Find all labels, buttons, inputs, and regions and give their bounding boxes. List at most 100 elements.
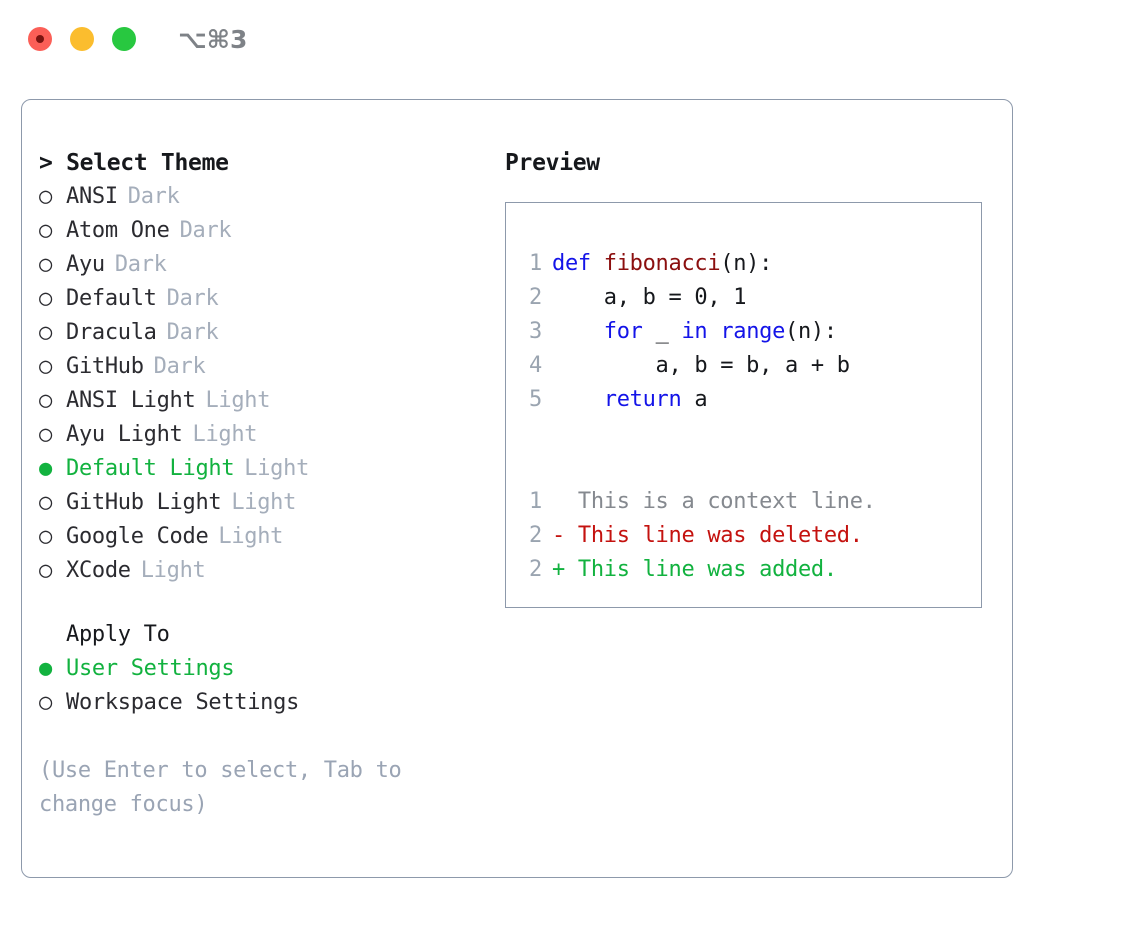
diff-line-added: 2 + This line was added. xyxy=(506,553,981,587)
token-plain: a xyxy=(681,387,708,412)
radio-icon: ○ xyxy=(39,558,52,583)
keyboard-shortcut-label: ⌥⌘3 xyxy=(178,24,248,54)
token-keyword: return xyxy=(603,387,682,412)
token-plain: a, b = b, a + b xyxy=(552,353,851,378)
apply-to-option-user-settings[interactable]: ● User Settings xyxy=(39,652,492,686)
theme-name: Dracula xyxy=(66,320,157,345)
token-plain: (n): xyxy=(785,319,837,344)
token-builtin: range xyxy=(720,319,786,344)
line-number: 1 xyxy=(529,251,542,276)
theme-category: Dark xyxy=(114,252,167,277)
apply-to-name: User Settings xyxy=(66,656,235,681)
line-number: 3 xyxy=(529,319,542,344)
theme-name: GitHub xyxy=(66,354,144,379)
preview-column: Preview 1 def fibonacci(n): 2 a, b = 0, … xyxy=(492,100,982,877)
theme-option-ayu-light[interactable]: ○ Ayu Light Light xyxy=(39,418,492,452)
theme-name: Ayu Light xyxy=(66,422,183,447)
theme-category: Light xyxy=(244,456,310,481)
maximize-window-icon[interactable] xyxy=(112,27,136,51)
theme-name: Google Code xyxy=(66,524,209,549)
line-number: 2 xyxy=(529,285,542,310)
radio-icon: ○ xyxy=(39,252,52,277)
radio-selected-icon: ● xyxy=(39,456,52,481)
radio-selected-icon: ● xyxy=(39,656,52,681)
theme-option-google-code[interactable]: ○ Google Code Light xyxy=(39,520,492,554)
apply-to-option-workspace-settings[interactable]: ○ Workspace Settings xyxy=(39,686,492,720)
theme-category: Light xyxy=(218,524,284,549)
window-titlebar: ⌥⌘3 xyxy=(0,0,1140,78)
theme-name: Default xyxy=(66,286,157,311)
token-keyword: def xyxy=(552,251,604,276)
apply-to-header: Apply To xyxy=(66,622,170,647)
token-keyword: for xyxy=(603,319,643,344)
radio-icon: ○ xyxy=(39,388,52,413)
diff-text: This is a context line. xyxy=(552,489,876,514)
code-line: 3 for _ in range(n): xyxy=(506,315,981,349)
preview-header: Preview xyxy=(505,150,600,176)
code-text: for _ in range(n): xyxy=(552,315,837,349)
theme-picker-panel: > Select Theme ○ ANSI Dark ○ Atom One Da… xyxy=(21,99,1013,878)
keyboard-hint-text: (Use Enter to select, Tab to change focu… xyxy=(39,758,402,817)
code-text: a, b = 0, 1 xyxy=(552,281,747,315)
token-plain xyxy=(552,319,604,344)
theme-category: Dark xyxy=(166,286,219,311)
minimize-window-icon[interactable] xyxy=(70,27,94,51)
diff-line-deleted: 2 - This line was deleted. xyxy=(506,519,981,553)
theme-option-dracula[interactable]: ○ Dracula Dark xyxy=(39,316,492,350)
radio-icon: ○ xyxy=(39,320,52,345)
code-spacer xyxy=(506,451,981,485)
theme-category: Dark xyxy=(166,320,219,345)
radio-icon: ○ xyxy=(39,422,52,447)
theme-option-default[interactable]: ○ Default Dark xyxy=(39,282,492,316)
theme-option-github[interactable]: ○ GitHub Dark xyxy=(39,350,492,384)
line-number: 5 xyxy=(529,387,542,412)
diff-line-context: 1 This is a context line. xyxy=(506,485,981,519)
line-number: 2 xyxy=(529,557,542,582)
apply-to-option-list: ● User Settings ○ Workspace Settings xyxy=(39,652,492,720)
code-line: 2 a, b = 0, 1 xyxy=(506,281,981,315)
radio-icon: ○ xyxy=(39,490,52,515)
theme-option-ansi-light[interactable]: ○ ANSI Light Light xyxy=(39,384,492,418)
line-number: 4 xyxy=(529,353,542,378)
theme-option-atom-one[interactable]: ○ Atom One Dark xyxy=(39,214,492,248)
theme-category: Light xyxy=(192,422,258,447)
code-text: return a xyxy=(552,383,708,417)
close-window-icon[interactable] xyxy=(28,27,52,51)
diff-text: - This line was deleted. xyxy=(552,523,863,548)
theme-option-default-light[interactable]: ● Default Light Light xyxy=(39,452,492,486)
code-spacer xyxy=(506,417,981,451)
code-line: 5 return a xyxy=(506,383,981,417)
line-number: 2 xyxy=(529,523,542,548)
radio-icon: ○ xyxy=(39,286,52,311)
line-number: 1 xyxy=(529,489,542,514)
token-function: fibonacci xyxy=(603,251,721,276)
theme-option-ayu[interactable]: ○ Ayu Dark xyxy=(39,248,492,282)
theme-name: ANSI xyxy=(66,184,118,209)
theme-option-ansi[interactable]: ○ ANSI Dark xyxy=(39,180,492,214)
code-text: def fibonacci(n): xyxy=(552,247,772,281)
token-plain xyxy=(552,387,604,412)
theme-option-xcode[interactable]: ○ XCode Light xyxy=(39,554,492,588)
token-keyword: in xyxy=(681,319,708,344)
radio-icon: ○ xyxy=(39,184,52,209)
theme-name: Atom One xyxy=(66,218,170,243)
theme-name: ANSI Light xyxy=(66,388,196,413)
spacer xyxy=(39,588,492,618)
radio-icon: ○ xyxy=(39,218,52,243)
token-plain: (n): xyxy=(720,251,773,276)
theme-category: Dark xyxy=(127,184,180,209)
radio-icon: ○ xyxy=(39,690,52,715)
theme-category: Dark xyxy=(179,218,232,243)
select-theme-header: > Select Theme xyxy=(39,150,229,176)
theme-option-github-light[interactable]: ○ GitHub Light Light xyxy=(39,486,492,520)
theme-category: Light xyxy=(140,558,206,583)
theme-category: Dark xyxy=(153,354,206,379)
radio-icon: ○ xyxy=(39,524,52,549)
code-line: 1 def fibonacci(n): xyxy=(506,247,981,281)
theme-option-list: ○ ANSI Dark ○ Atom One Dark ○ Ayu Dark ○… xyxy=(39,180,492,588)
theme-category: Light xyxy=(231,490,297,515)
theme-name: Ayu xyxy=(66,252,105,277)
diff-text: + This line was added. xyxy=(552,557,837,582)
theme-selection-column: > Select Theme ○ ANSI Dark ○ Atom One Da… xyxy=(22,100,492,877)
token-plain xyxy=(707,319,720,344)
